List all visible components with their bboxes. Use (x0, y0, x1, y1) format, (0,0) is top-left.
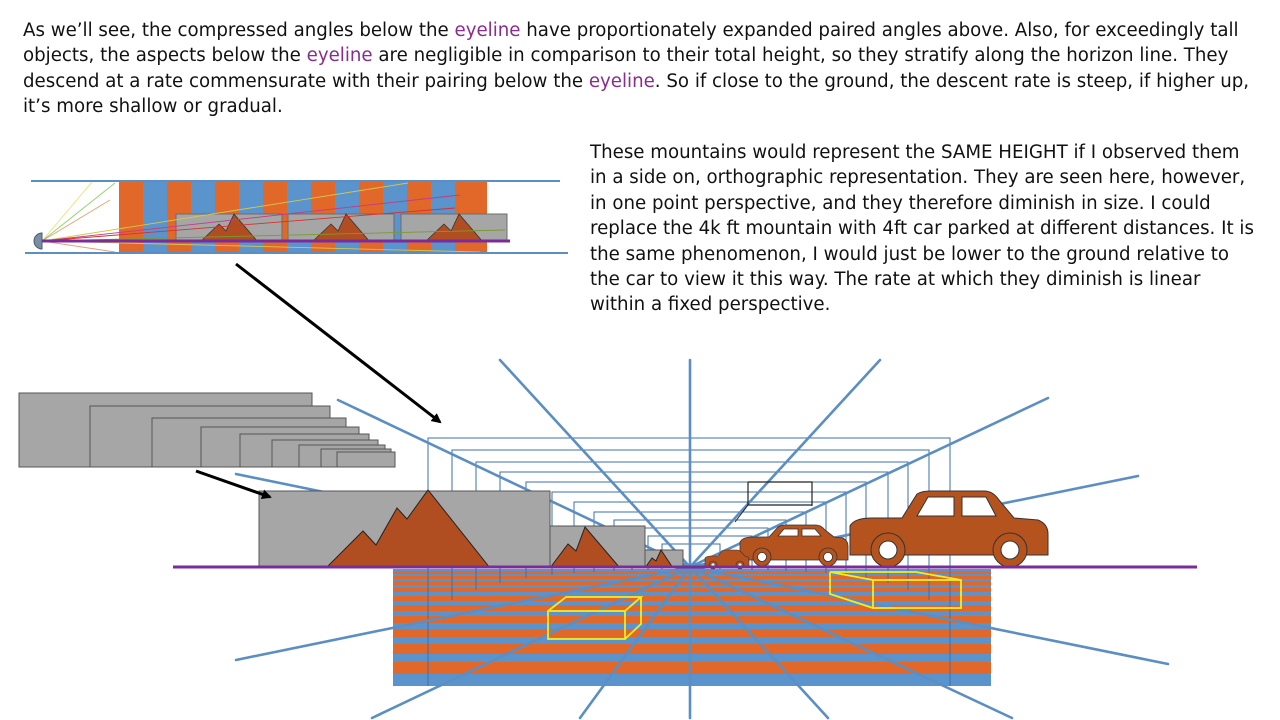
perspective-mountains (258, 489, 684, 569)
yellow-box-left (547, 596, 644, 640)
intro-paragraph: As we’ll see, the compressed angles belo… (23, 18, 1263, 120)
intro-text-segment: As we’ll see, the compressed angles belo… (23, 20, 455, 41)
outline-box (748, 481, 813, 506)
stacked-gray-boxes (18, 392, 396, 468)
side-view-diagram (25, 180, 568, 254)
yellow-box-right (829, 571, 962, 609)
eyeline-keyword: eyeline (306, 45, 373, 67)
eyeline-keyword: eyeline (588, 70, 655, 92)
car-large (849, 490, 1049, 568)
eye-icon (33, 232, 43, 250)
side-note-paragraph: These mountains would represent the SAME… (590, 142, 1254, 316)
eyeline-keyword: eyeline (454, 20, 521, 41)
car-medium (739, 524, 849, 567)
intro-text-segment: have proportionately expanded paired ang… (23, 20, 1239, 67)
arrow-to-frames (235, 262, 442, 424)
cars (704, 490, 1049, 570)
intro-text-segment: . So if close to the ground, the descent… (23, 70, 1250, 118)
checkered-floor (393, 569, 991, 686)
intro-text-segment: are negligible in comparison to their to… (23, 45, 1229, 92)
arrow-to-mountain (195, 469, 272, 500)
outline-box-edge (734, 504, 749, 523)
sight-lines (41, 181, 506, 253)
